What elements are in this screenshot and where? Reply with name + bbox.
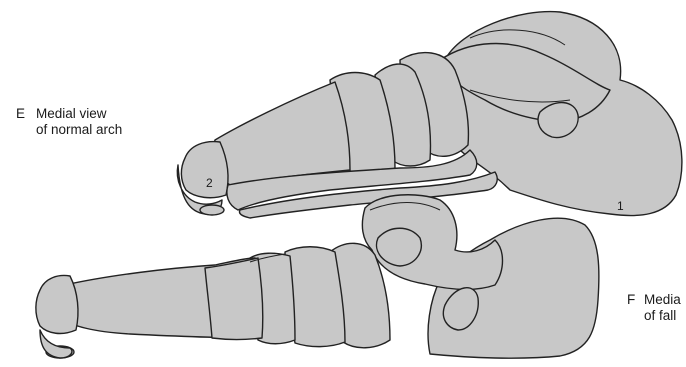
e-label-letter: E xyxy=(16,106,25,122)
e-label-line2: of normal arch xyxy=(36,122,122,138)
flat-foot xyxy=(36,195,599,358)
f-label-line1: Media xyxy=(644,292,686,308)
marker-1: 1 xyxy=(617,199,624,213)
marker-2: 2 xyxy=(206,176,213,190)
flat-great-toe-bone xyxy=(36,276,78,334)
normal-arch-foot xyxy=(177,12,682,218)
flat-toe-tip-bone xyxy=(40,330,72,358)
f-label-letter: F xyxy=(627,292,635,308)
sesamoid-bone xyxy=(200,205,224,215)
f-label-line2: of fall xyxy=(644,308,686,324)
flat-metatarsal-bone xyxy=(205,258,263,340)
first-metatarsal-bone xyxy=(213,82,350,185)
great-toe-phalanx-bone xyxy=(181,142,228,198)
sustentaculum-bone xyxy=(538,103,578,138)
e-label-line1: Medial view xyxy=(36,106,107,122)
